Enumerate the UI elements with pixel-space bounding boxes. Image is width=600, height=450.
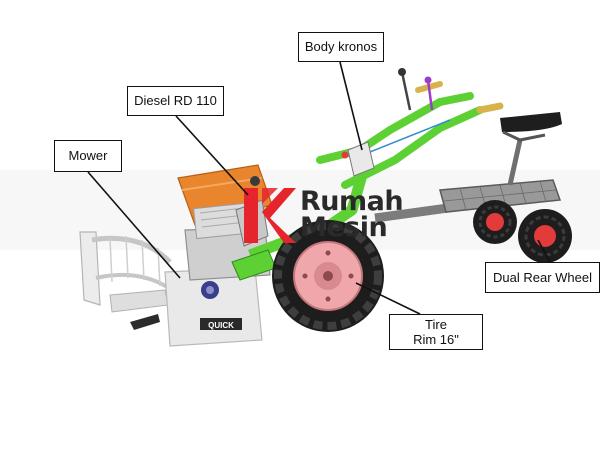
emblem-dot: [341, 151, 349, 159]
handlebar-right: [341, 106, 484, 189]
throttle-lever: [426, 79, 434, 111]
handlebar-left: [316, 98, 444, 164]
label-tire: Tire Rim 16": [389, 314, 483, 350]
mower-bar-bottom: [95, 272, 174, 292]
leader-dual: [537, 239, 551, 263]
mower-pedal: [130, 314, 160, 330]
watermark-line2: Mesin: [300, 212, 388, 243]
mower-decal-box: [200, 318, 242, 330]
label-tire-line1: Tire: [425, 317, 447, 332]
mower-decal-text: QUICK: [208, 321, 234, 330]
fuel-cap: [250, 176, 260, 186]
label-tire-line2: Rim 16": [413, 332, 459, 347]
leader-body: [339, 61, 363, 151]
mower-bar-top: [91, 235, 172, 264]
label-body-text: Body kronos: [304, 39, 378, 54]
handle-grip: [476, 102, 504, 114]
leader-diesel: [175, 115, 249, 196]
rumah-mesin-logo: [244, 188, 296, 243]
platform-grid: [443, 180, 557, 211]
trailer-platform: [439, 179, 562, 213]
seat-post: [507, 139, 523, 186]
control-lever: [400, 71, 412, 111]
label-mower: Mower: [54, 140, 122, 172]
leader-mower: [87, 171, 181, 279]
label-diesel-engine: Diesel RD 110: [127, 86, 224, 116]
watermark-line1: Rumah: [300, 186, 404, 217]
label-dual-rear-wheel: Dual Rear Wheel: [485, 262, 600, 293]
leader-tire: [355, 282, 421, 315]
trailer-assembly: [374, 112, 572, 263]
label-diesel-text: Diesel RD 110: [134, 93, 217, 108]
rear-rim-left: [486, 213, 504, 231]
main-tire: [272, 220, 384, 332]
mower-housing: [164, 267, 263, 347]
rear-rim-right: [534, 225, 556, 247]
mower-skid: [109, 289, 169, 313]
label-dual-text: Dual Rear Wheel: [493, 269, 592, 285]
seat: [500, 112, 562, 132]
label-body-kronos: Body kronos: [298, 32, 384, 62]
leader-lines: [87, 61, 551, 315]
mower-guard: [79, 231, 101, 306]
seat-bracket: [502, 130, 546, 142]
label-mower-text: Mower: [68, 148, 108, 163]
tire-tread: [274, 222, 382, 330]
green-frame: [231, 68, 504, 281]
